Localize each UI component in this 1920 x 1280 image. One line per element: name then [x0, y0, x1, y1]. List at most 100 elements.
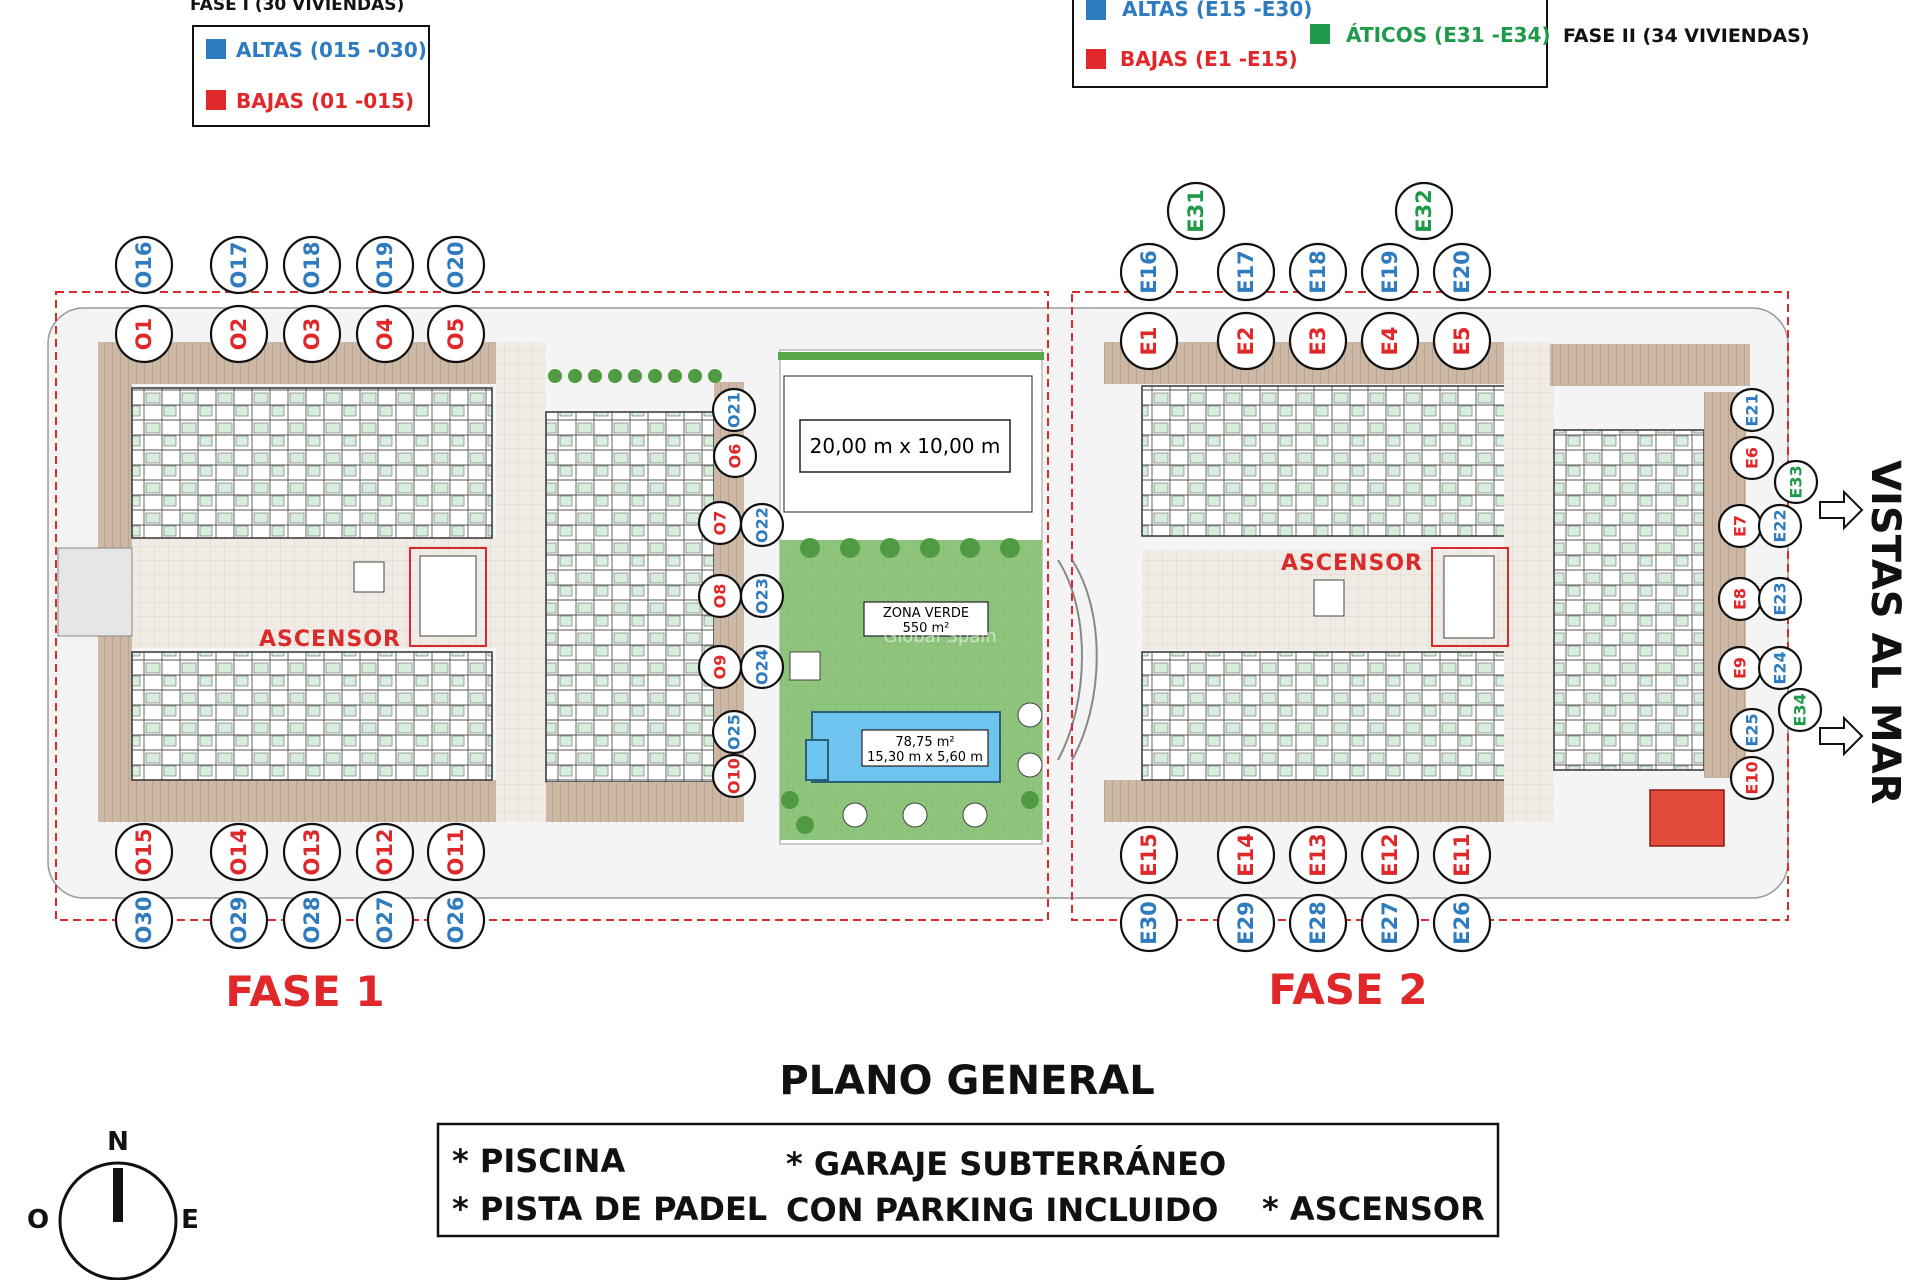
unit-label-o28: O28 — [282, 890, 342, 950]
unit-label-o11: O11 — [426, 822, 486, 882]
unit-circle — [1119, 242, 1179, 302]
unit-label-e28: E28 — [1288, 893, 1348, 953]
features-box — [436, 1122, 1500, 1238]
compass-needle-icon — [113, 1168, 123, 1222]
legend-bajas-swatch — [206, 90, 226, 110]
unit-number: O14 — [227, 828, 251, 875]
legend-fase1-altas: ALTAS (015 -030) — [236, 38, 427, 62]
legend-fase1-bajas: BAJAS (01 -015) — [236, 89, 414, 113]
unit-circle — [355, 235, 415, 295]
unit-label-o3: O3 — [282, 304, 342, 364]
unit-label-o30: O30 — [114, 890, 174, 950]
unit-number: E7 — [1731, 515, 1750, 537]
unit-label-o21: O21 — [711, 387, 757, 433]
unit-circle — [1757, 576, 1803, 622]
zona-verde-area: 550 m² — [903, 621, 950, 636]
unit-number: O9 — [711, 655, 730, 680]
unit-label-e18: E18 — [1288, 242, 1348, 302]
site-plan — [47, 291, 1789, 921]
unit-label-e15: E15 — [1119, 825, 1179, 885]
unit-number: O19 — [373, 241, 397, 288]
unit-number: E30 — [1137, 901, 1161, 945]
unit-number: O15 — [132, 828, 156, 875]
unit-number: O11 — [444, 828, 468, 875]
unit-number: E12 — [1378, 833, 1402, 877]
unit-label-o20: O20 — [426, 235, 486, 295]
unit-number: E21 — [1743, 393, 1762, 426]
unit-label-e11: E11 — [1432, 825, 1492, 885]
unit-number: E19 — [1378, 250, 1402, 294]
unit-number: O24 — [753, 649, 772, 685]
unit-number: E24 — [1771, 651, 1790, 684]
unit-label-o10: O10 — [711, 753, 757, 799]
unit-circle — [209, 304, 269, 364]
unit-number: E32 — [1412, 189, 1436, 233]
unit-label-o24: O24 — [739, 644, 785, 690]
unit-circle — [739, 502, 785, 548]
unit-number: E25 — [1743, 713, 1762, 746]
unit-label-e30: E30 — [1119, 893, 1179, 953]
unit-number: O28 — [300, 896, 324, 943]
unit-number: O26 — [444, 896, 468, 943]
unit-label-o7: O7 — [697, 500, 743, 546]
unit-label-e14: E14 — [1216, 825, 1276, 885]
unit-circle — [1216, 242, 1276, 302]
unit-circle — [1360, 242, 1420, 302]
unit-circle — [426, 235, 486, 295]
unit-circle — [1729, 707, 1775, 753]
unit-number: O22 — [753, 507, 772, 543]
unit-circle — [1432, 311, 1492, 371]
unit-label-o13: O13 — [282, 822, 342, 882]
unit-circle — [1119, 825, 1179, 885]
legend-fase2: ALTAS (E15 -E30) BAJAS (E1 -E15) ÁTICOS … — [1072, 0, 1551, 88]
unit-label-o23: O23 — [739, 573, 785, 619]
unit-circle — [1757, 503, 1803, 549]
unit-circle — [282, 235, 342, 295]
unit-label-e16: E16 — [1119, 242, 1179, 302]
unit-label-o8: O8 — [697, 573, 743, 619]
unit-circle — [739, 644, 785, 690]
unit-label-e20: E20 — [1432, 242, 1492, 302]
unit-circle — [114, 235, 174, 295]
unit-number: O6 — [726, 444, 745, 469]
unit-number: E20 — [1450, 250, 1474, 294]
unit-number: E15 — [1137, 833, 1161, 877]
unit-number: E9 — [1731, 657, 1750, 679]
unit-label-o25: O25 — [711, 709, 757, 755]
unit-circle — [426, 304, 486, 364]
unit-number: O5 — [444, 318, 468, 350]
unit-label-o29: O29 — [209, 890, 269, 950]
unit-number: E31 — [1184, 189, 1208, 233]
unit-number: O16 — [132, 241, 156, 288]
unit-number: O12 — [373, 828, 397, 875]
unit-circle — [712, 433, 758, 479]
unit-number: E16 — [1137, 250, 1161, 294]
unit-circle — [1288, 825, 1348, 885]
unit-number: O25 — [725, 714, 744, 750]
legend-fase2-altas: ALTAS (E15 -E30) — [1122, 0, 1312, 21]
unit-circle — [1288, 893, 1348, 953]
unit-label-o22: O22 — [739, 502, 785, 548]
feature-garaje: * GARAJE SUBTERRÁNEO — [786, 1145, 1226, 1183]
unit-label-o4: O4 — [355, 304, 415, 364]
unit-circle — [711, 387, 757, 433]
legend-fase2-aticos: ÁTICOS (E31 -E34) — [1346, 23, 1551, 47]
legend2-aticos-swatch — [1310, 24, 1330, 44]
legend2-altas-swatch — [1086, 0, 1106, 20]
unit-number: O1 — [132, 318, 156, 350]
unit-label-o5: O5 — [426, 304, 486, 364]
unit-label-e26: E26 — [1432, 893, 1492, 953]
unit-label-e25: E25 — [1729, 707, 1775, 753]
unit-circle — [114, 890, 174, 950]
feature-piscina: * PISCINA — [452, 1142, 625, 1180]
compass-east: E — [181, 1205, 199, 1235]
unit-label-o6: O6 — [712, 433, 758, 479]
unit-label-o18: O18 — [282, 235, 342, 295]
unit-number: E14 — [1234, 833, 1258, 877]
unit-label-e6: E6 — [1729, 435, 1775, 481]
unit-circle — [711, 709, 757, 755]
unit-label-e34: E34 — [1777, 687, 1823, 733]
unit-circle — [1773, 459, 1819, 505]
